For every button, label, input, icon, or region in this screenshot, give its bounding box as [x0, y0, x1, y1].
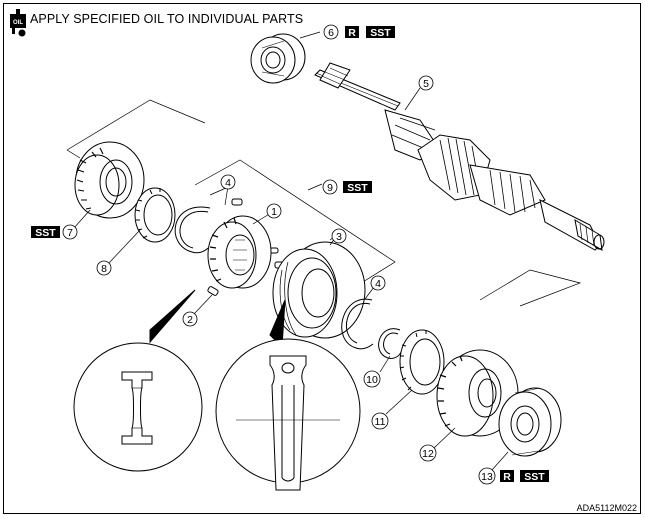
svg-text:4: 4	[225, 177, 231, 189]
callout-6: 6	[323, 24, 339, 40]
oil-instruction-title: APPLY SPECIFIED OIL TO INDIVIDUAL PARTS	[30, 12, 304, 26]
svg-text:SST: SST	[524, 471, 545, 483]
clutch-hub-1	[207, 215, 272, 289]
svg-text:3: 3	[336, 231, 342, 243]
svg-text:10: 10	[366, 374, 378, 386]
synchronizer-ring-11	[399, 329, 445, 395]
svg-text:13: 13	[481, 471, 493, 483]
svg-text:4: 4	[375, 278, 381, 290]
callout-4b: 4	[370, 275, 386, 291]
tag-sst-6: SST	[366, 26, 395, 39]
tag-r-13: R	[500, 470, 514, 483]
callout-3: 3	[331, 228, 347, 244]
callout-12: 12	[419, 444, 437, 462]
diagram-frame	[3, 3, 641, 514]
snap-ring-4b	[341, 298, 374, 350]
callouts: 6 5 9 4 1 7 3 8 4 2 10 11 12 13	[62, 24, 496, 485]
svg-text:R: R	[503, 471, 511, 483]
svg-text:SST: SST	[35, 227, 56, 239]
callout-11: 11	[371, 412, 389, 430]
synchronizer-ring-8	[134, 187, 176, 243]
svg-text:5: 5	[423, 78, 429, 90]
bearing-6	[250, 33, 306, 84]
gear-7	[74, 141, 145, 219]
callout-5: 5	[418, 75, 434, 91]
tag-r-6: R	[345, 26, 359, 39]
svg-text:2: 2	[187, 314, 193, 326]
main-shaft	[314, 62, 605, 251]
callout-1: 1	[266, 203, 282, 219]
detail-circle-sleeve	[215, 299, 361, 491]
svg-text:11: 11	[375, 416, 386, 428]
snap-ring-4a	[174, 206, 211, 254]
tag-sst-7: SST	[31, 226, 60, 239]
svg-text:R: R	[348, 27, 356, 39]
tag-sst-9: SST	[343, 181, 372, 194]
callout-8: 8	[96, 260, 112, 276]
oil-can-icon: OIL	[10, 9, 26, 37]
callout-4a: 4	[220, 174, 236, 190]
svg-text:6: 6	[328, 27, 334, 39]
svg-text:7: 7	[67, 227, 73, 239]
detail-circle-key	[73, 289, 203, 472]
oil-icon-label: OIL	[13, 20, 23, 26]
svg-text:1: 1	[271, 206, 277, 218]
tag-sst-13: SST	[520, 470, 549, 483]
bearing-13	[498, 387, 562, 457]
callout-7: 7	[62, 224, 78, 240]
svg-text:8: 8	[101, 263, 107, 275]
svg-text:12: 12	[422, 448, 434, 460]
callout-9: 9	[322, 179, 338, 195]
callout-10: 10	[363, 370, 381, 388]
retaining-ring-10	[378, 328, 403, 359]
clutch-sleeve-3	[272, 241, 366, 339]
figure-code: ADA5112M022	[576, 503, 637, 513]
svg-text:SST: SST	[370, 27, 391, 39]
service-tags: R SST SST SST R SST	[31, 26, 549, 483]
svg-text:9: 9	[327, 182, 333, 194]
callout-2: 2	[182, 311, 198, 327]
svg-text:SST: SST	[347, 182, 368, 194]
callout-13: 13	[478, 467, 496, 485]
